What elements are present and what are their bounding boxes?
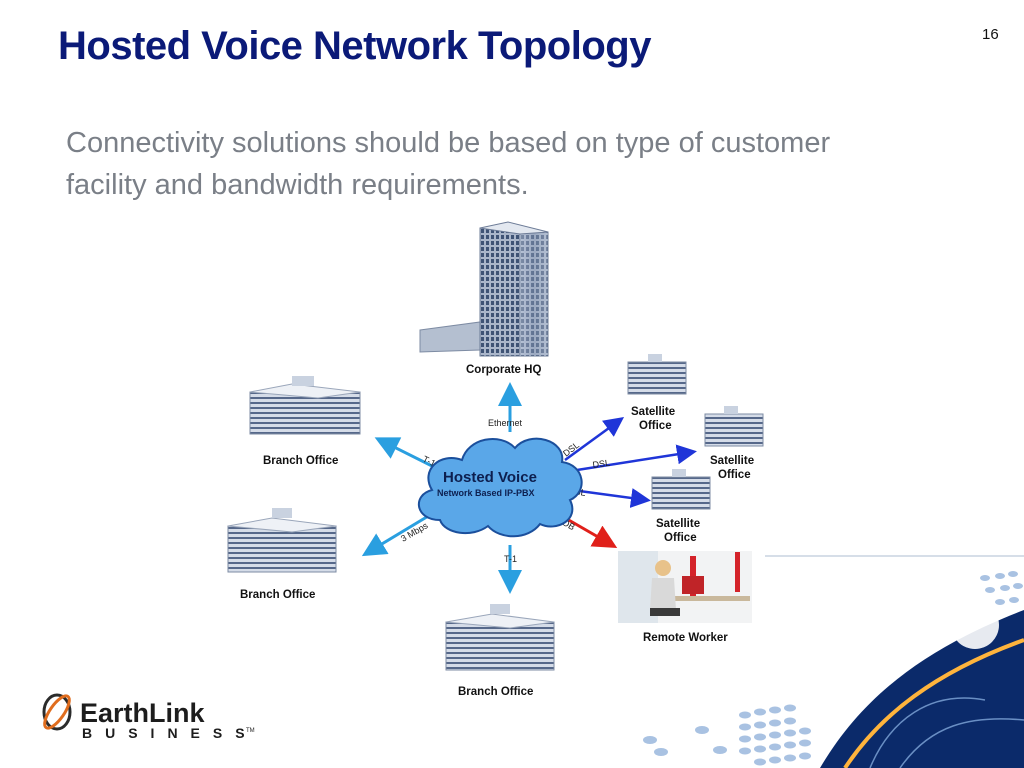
label-satellite-office-3-line2: Office xyxy=(664,532,697,544)
earthlink-orbit-icon xyxy=(42,693,72,731)
label-branch-office-bottom: Branch Office xyxy=(458,686,533,698)
link-branch-top-left xyxy=(374,437,437,470)
label-branch-office-mid-left: Branch Office xyxy=(240,589,315,601)
cloud-title: Hosted Voice xyxy=(443,469,537,486)
decorative-swoosh xyxy=(765,555,1024,768)
label-corporate-hq: Corporate HQ xyxy=(466,364,541,376)
label-satellite-office-1-line1: Satellite xyxy=(631,406,675,418)
logo-brand: EarthLink xyxy=(80,698,206,728)
label-satellite-office-2-line1: Satellite xyxy=(710,455,754,467)
branch-office-bottom-building xyxy=(445,604,555,671)
satellite-office-1-building xyxy=(627,354,687,395)
link-satellite-2 xyxy=(576,444,697,472)
link-label-satellite-2: DSL xyxy=(592,458,611,470)
branch-office-top-left-building xyxy=(249,376,361,435)
label-branch-office-top-left: Branch Office xyxy=(263,455,338,467)
slide-title: Hosted Voice Network Topology xyxy=(58,24,651,68)
label-remote-worker: Remote Worker xyxy=(643,632,728,644)
link-satellite-3 xyxy=(571,488,651,508)
label-satellite-office-2-line2: Office xyxy=(718,469,751,481)
earthlink-logo: EarthLink BUSINESS TM xyxy=(42,693,258,741)
page-number: 16 xyxy=(982,26,999,43)
cloud-subtitle: Network Based IP-PBX xyxy=(437,488,535,498)
remote-worker-photo xyxy=(618,551,752,623)
logo-trademark: TM xyxy=(246,728,255,734)
satellite-office-3-building xyxy=(651,469,711,510)
branch-office-mid-left-building xyxy=(227,508,337,573)
label-satellite-office-3-line1: Satellite xyxy=(656,518,700,530)
corporate-hq-building xyxy=(419,221,549,357)
body-text: Connectivity solutions should be based o… xyxy=(66,127,831,201)
label-satellite-office-1-line2: Office xyxy=(639,420,672,432)
link-label-corporate-hq: Ethernet xyxy=(488,418,523,428)
link-label-branch-bottom: T-1 xyxy=(504,554,517,564)
link-branch-mid-left xyxy=(361,513,431,557)
logo-sub: BUSINESS xyxy=(82,725,258,741)
decorative-dots xyxy=(643,571,1023,766)
satellite-office-2-building xyxy=(704,406,764,447)
link-satellite-1 xyxy=(564,417,625,462)
hosted-voice-cloud: Hosted Voice Network Based IP-PBX xyxy=(417,437,583,538)
